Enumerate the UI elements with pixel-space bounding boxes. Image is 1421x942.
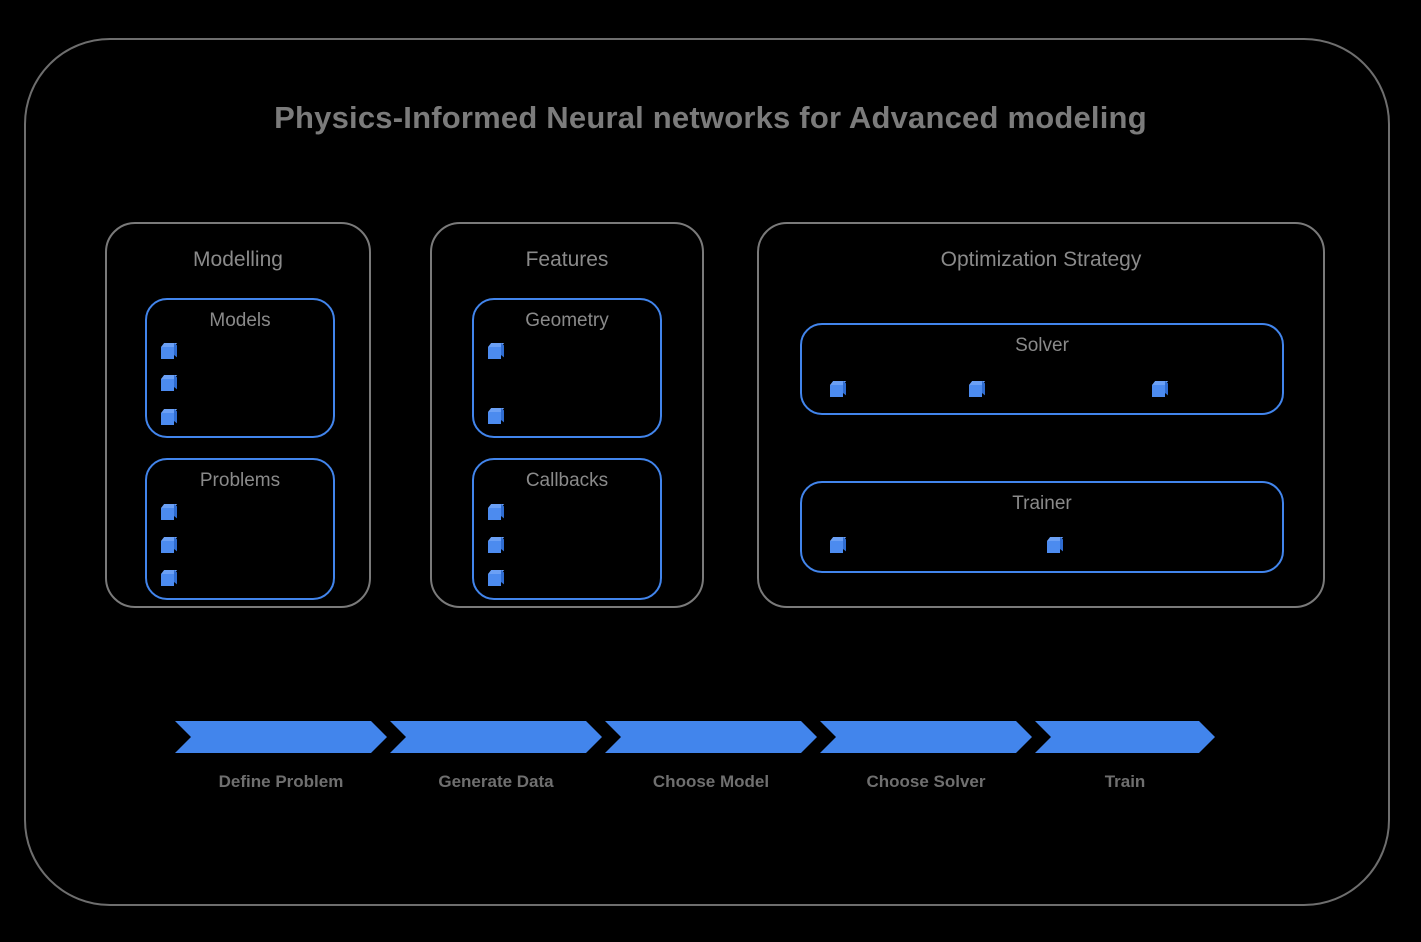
- subgroup-problems: Problems: [145, 458, 335, 600]
- pipeline-label-choose-model: Choose Model: [652, 772, 770, 791]
- pipeline-label-define-problem: Define Problem: [218, 772, 344, 791]
- subgroup-title-trainer: Trainer: [1012, 493, 1072, 514]
- pipeline-label-generate-data: Generate Data: [438, 772, 554, 791]
- subgroup-callbacks: Callbacks: [472, 458, 662, 600]
- pipeline-chevron-3[interactable]: [605, 721, 817, 753]
- subgroup-geometry: Geometry: [472, 298, 662, 438]
- subgroup-title-callbacks: Callbacks: [525, 470, 609, 491]
- group-title-optimization-strategy: Optimization Strategy: [940, 248, 1142, 271]
- group-modelling: Modelling: [105, 222, 371, 608]
- cube-icon: [161, 537, 178, 553]
- subgroup-models: Models: [145, 298, 335, 438]
- cube-icon: [488, 343, 505, 359]
- cube-icon: [161, 343, 178, 359]
- page-title: Physics-Informed Neural networks for Adv…: [274, 100, 1147, 135]
- cube-icon: [488, 537, 505, 553]
- cube-icon: [488, 408, 505, 424]
- subgroup-title-solver: Solver: [1015, 335, 1069, 356]
- pipeline-chevron-2[interactable]: [390, 721, 602, 753]
- cube-icon: [488, 504, 505, 520]
- pipeline-chevron-5[interactable]: [1035, 721, 1215, 753]
- cube-icon: [161, 570, 178, 586]
- cube-icon: [830, 381, 847, 397]
- subgroup-solver: Solver: [800, 323, 1284, 415]
- subgroup-title-problems: Problems: [199, 470, 281, 491]
- cube-icon: [830, 537, 847, 553]
- subgroup-title-models: Models: [209, 310, 271, 331]
- pipeline-chevron-1[interactable]: [175, 721, 387, 753]
- pipeline-label-train: Train: [1104, 772, 1146, 791]
- cube-icon: [969, 381, 986, 397]
- group-title-modelling: Modelling: [193, 248, 283, 271]
- subgroup-trainer: Trainer: [800, 481, 1284, 573]
- outer-container: [24, 38, 1390, 906]
- group-optimization-strategy: Optimization Strategy: [757, 222, 1325, 608]
- pipeline-label-choose-solver: Choose Solver: [866, 772, 986, 791]
- pipeline-chevron-4[interactable]: [820, 721, 1032, 753]
- cube-icon: [161, 409, 178, 425]
- cube-icon: [488, 570, 505, 586]
- cube-icon: [1152, 381, 1169, 397]
- group-features: Features: [430, 222, 704, 608]
- cube-icon: [161, 375, 178, 391]
- pipeline-arrows: [175, 721, 1215, 753]
- subgroup-title-geometry: Geometry: [525, 310, 609, 331]
- cube-icon: [161, 504, 178, 520]
- group-title-features: Features: [525, 248, 609, 271]
- cube-icon: [1047, 537, 1064, 553]
